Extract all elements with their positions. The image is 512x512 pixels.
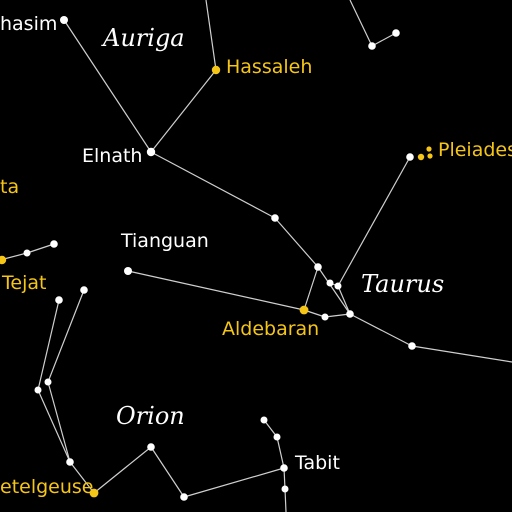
star-orion-8-dot xyxy=(260,416,268,424)
star-gemini-1-dot xyxy=(23,249,31,257)
line-orion-8 xyxy=(183,467,285,498)
star-taurus-hyades2-dot xyxy=(326,279,334,287)
line-taurus-6 xyxy=(337,285,351,315)
star-taurus-zeta-dot xyxy=(408,342,416,350)
star-orion-5-dot xyxy=(66,458,74,466)
star-orion-4-dot xyxy=(44,378,52,386)
line-taurus-4 xyxy=(337,156,411,287)
star-label-betelgeuse: etelgeuse xyxy=(0,476,94,498)
line-orion-6 xyxy=(93,446,152,494)
star-taurus-beta-dot xyxy=(271,214,279,222)
star-label-tabit: Tabit xyxy=(295,452,340,474)
constellation-label-auriga: Auriga xyxy=(103,24,185,52)
star-orion-7-dot xyxy=(180,493,188,501)
line-orion-4 xyxy=(47,381,71,463)
line-taurus-2 xyxy=(303,266,319,311)
line-taurus-7 xyxy=(324,313,351,318)
star-gemini-2-dot xyxy=(50,240,58,248)
star-label-aldebaran: Aldebaran xyxy=(222,318,320,340)
star-taurus-hyades4-dot xyxy=(321,313,329,321)
line-auriga-2 xyxy=(150,69,217,153)
line-orion-2 xyxy=(37,389,71,463)
star-pleiades-dot-2 xyxy=(426,146,432,152)
white-stars xyxy=(23,16,416,501)
star-betelgeuse-dot xyxy=(89,488,99,498)
star-aldebaran-dot xyxy=(299,305,309,315)
star-elnath-dot xyxy=(146,147,156,157)
line-orion-9 xyxy=(263,419,278,438)
star-auriga-top2-dot xyxy=(392,29,400,37)
constellation-label-taurus: Taurus xyxy=(361,270,445,298)
star-hassaleh-dot xyxy=(211,65,221,75)
star-orion-1-dot xyxy=(55,296,63,304)
star-label-pleiades: Pleiades xyxy=(438,139,512,161)
line-auriga-1 xyxy=(63,19,152,153)
star-label-hasim: hasim xyxy=(0,13,58,35)
line-orion-3 xyxy=(47,289,85,383)
star-taurus-hyades1-dot xyxy=(314,263,322,271)
star-pleiades-dot-1 xyxy=(417,153,425,161)
line-orion-1 xyxy=(37,299,60,391)
star-label-ta: ta xyxy=(0,176,20,198)
line-orion-5 xyxy=(69,461,95,494)
star-taurus-hyades5-dot xyxy=(346,310,354,318)
line-taurus-9 xyxy=(127,270,305,311)
star-tejat-dot xyxy=(0,255,7,265)
line-orion-10 xyxy=(276,436,285,469)
line-auriga-3 xyxy=(205,0,217,71)
star-orion-10-dot xyxy=(281,485,289,493)
line-elnath-taurus xyxy=(150,151,276,219)
line-taurus-10 xyxy=(349,313,413,347)
star-taurus-hyades3-dot xyxy=(334,282,342,290)
line-auriga-4 xyxy=(349,0,373,47)
star-tabit-dot xyxy=(280,464,288,472)
star-orion-9-dot xyxy=(273,433,281,441)
star-orion-3-dot xyxy=(34,386,42,394)
line-taurus-11 xyxy=(411,345,512,363)
line-taurus-3 xyxy=(317,266,351,315)
line-taurus-1 xyxy=(274,217,319,268)
line-orion-12 xyxy=(284,488,287,512)
highlighted-stars xyxy=(0,65,433,498)
star-label-tianguan: Tianguan xyxy=(121,230,209,252)
star-label-tejat: Tejat xyxy=(2,272,47,294)
line-auriga-5 xyxy=(371,32,397,47)
star-auriga-top-dot xyxy=(368,42,376,50)
star-tianguan-dot xyxy=(124,267,132,275)
constellation-label-orion: Orion xyxy=(116,402,185,430)
star-label-hassaleh: Hassaleh xyxy=(226,56,313,78)
star-orion-6-dot xyxy=(147,443,155,451)
star-label-elnath: Elnath xyxy=(82,145,143,167)
star-pleiades-dot-3 xyxy=(427,153,433,159)
star-hasim-dot xyxy=(60,16,68,24)
line-orion-7 xyxy=(150,446,185,498)
star-pleiades-anchor-dot xyxy=(406,153,414,161)
line-gemini-2 xyxy=(26,243,55,254)
star-orion-2-dot xyxy=(80,286,88,294)
